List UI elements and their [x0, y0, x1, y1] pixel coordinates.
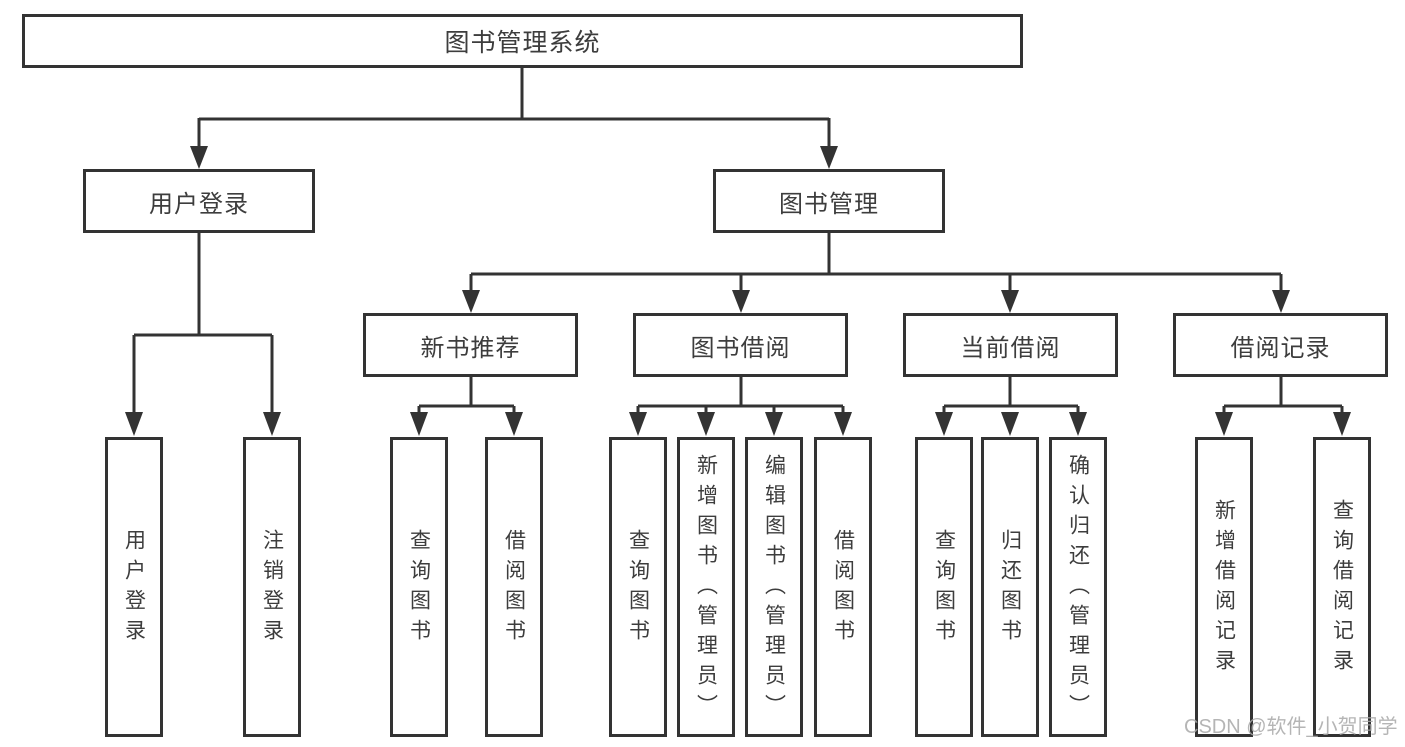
- node-leaf-current-query-books: 查询图书: [915, 437, 973, 737]
- node-leaf-edit-books-admin: 编辑图书（管理员）: [745, 437, 803, 737]
- node-leaf-confirm-return-admin: 确认归还（管理员）: [1049, 437, 1107, 737]
- node-leaf-add-borrow-record: 新增借阅记录: [1195, 437, 1253, 737]
- connector-user-login-to-leaves: [125, 233, 281, 436]
- csdn-watermark: CSDN @软件_小贺同学: [1184, 716, 1398, 738]
- node-borrowing-records: 借阅记录: [1173, 313, 1388, 377]
- connector-borrowing-records-to-leaves: [1215, 377, 1351, 436]
- node-leaf-logout: 注销登录: [243, 437, 301, 737]
- connector-book-borrowing-to-leaves: [629, 377, 852, 436]
- connector-root-to-level2: [190, 68, 838, 169]
- node-user-login: 用户登录: [83, 169, 315, 233]
- node-leaf-query-borrow-record: 查询借阅记录: [1313, 437, 1371, 737]
- node-leaf-return-books: 归还图书: [981, 437, 1039, 737]
- node-new-book-recommend: 新书推荐: [363, 313, 578, 377]
- node-current-borrowing: 当前借阅: [903, 313, 1118, 377]
- connector-new-book-to-leaves: [410, 377, 523, 436]
- node-root-library-system: 图书管理系统: [22, 14, 1023, 68]
- node-leaf-newbook-borrow-books: 借阅图书: [485, 437, 543, 737]
- node-book-management: 图书管理: [713, 169, 945, 233]
- node-book-borrowing: 图书借阅: [633, 313, 848, 377]
- connector-current-borrowing-to-leaves: [935, 377, 1087, 436]
- node-leaf-borrowing-borrow-books: 借阅图书: [814, 437, 872, 737]
- node-leaf-borrowing-query-books: 查询图书: [609, 437, 667, 737]
- node-leaf-user-login: 用户登录: [105, 437, 163, 737]
- node-leaf-add-books-admin: 新增图书（管理员）: [677, 437, 735, 737]
- connector-book-management-to-level3: [462, 232, 1290, 313]
- node-leaf-newbook-query-books: 查询图书: [390, 437, 448, 737]
